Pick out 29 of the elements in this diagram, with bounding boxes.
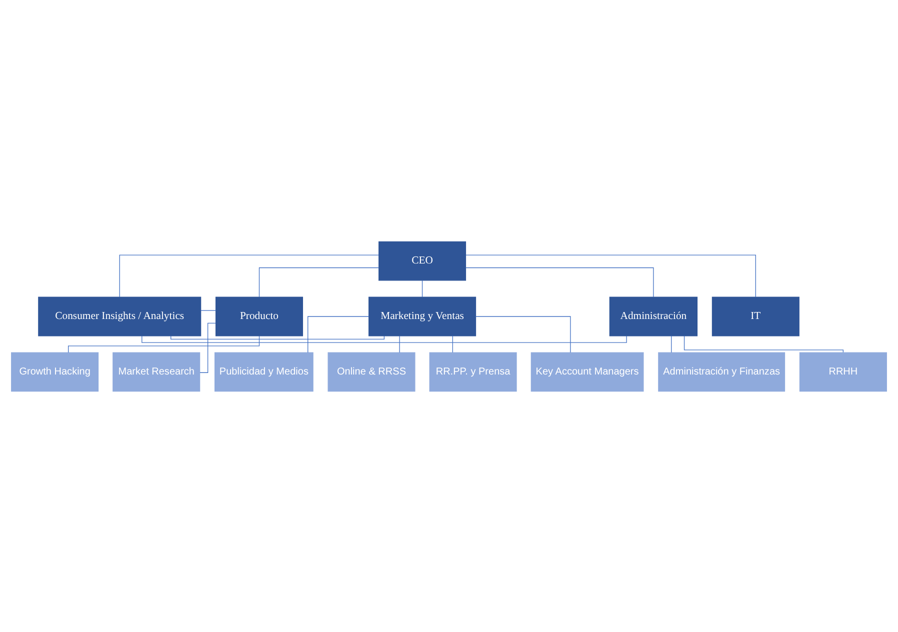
connector: [68, 335, 260, 352]
connector: [452, 335, 453, 352]
connector: [119, 254, 379, 297]
node-box: Administración y Finanzas: [658, 352, 786, 392]
connector: [465, 266, 654, 297]
connector: [308, 316, 370, 352]
connector: [170, 335, 385, 340]
node-box: Growth Hacking: [11, 352, 99, 392]
connector: [142, 335, 627, 342]
node-box: Publicidad y Medios: [214, 352, 314, 392]
node-box: Marketing y Ventas: [368, 296, 476, 336]
node-box: RR.PP. y Prensa: [429, 352, 517, 392]
node-box: Market Research: [112, 352, 200, 392]
node-box: Administración: [609, 296, 698, 336]
node-box: Key Account Managers: [530, 352, 644, 392]
node-box: CEO: [378, 240, 466, 280]
node-box: Producto: [216, 296, 304, 336]
connector: [399, 335, 400, 352]
node-box: Consumer Insights / Analytics: [38, 296, 202, 336]
connector: [200, 322, 216, 372]
connector: [422, 280, 423, 297]
connector: [258, 266, 380, 297]
node-box: Online & RRSS: [328, 352, 416, 392]
connector: [684, 335, 844, 352]
connector: [466, 254, 756, 297]
node-box: IT: [712, 296, 800, 336]
connector: [475, 316, 571, 352]
node-box: RRHH: [799, 352, 887, 392]
connector: [671, 335, 672, 352]
